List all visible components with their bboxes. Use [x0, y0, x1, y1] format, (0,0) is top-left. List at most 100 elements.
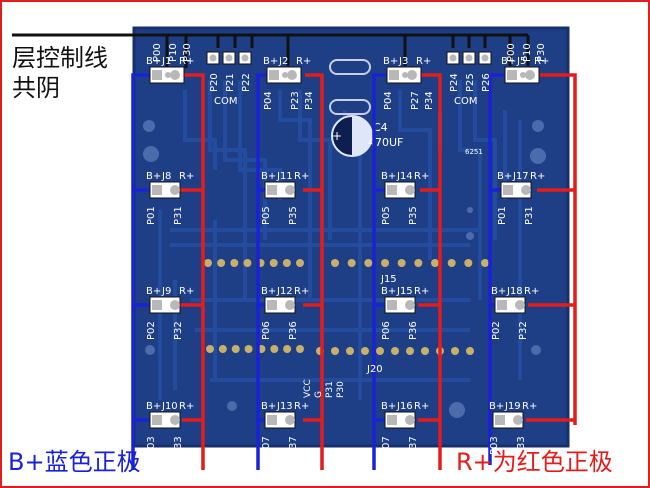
board-code: 6251 [465, 148, 483, 156]
dip-pad [406, 347, 414, 355]
silk-pin-right: P23 [290, 91, 301, 110]
annotation-blue-positive: B+蓝色正极 [8, 448, 141, 476]
pad-round [285, 415, 295, 425]
dip-pad [431, 259, 439, 267]
silk-pin-left: P07 [261, 436, 272, 455]
silk-connector-ref: J12 [276, 286, 293, 297]
silk-b-plus: B+ [489, 401, 504, 412]
silk-pin-extra: P34 [424, 91, 435, 110]
pad-round [405, 415, 415, 425]
dip-row-upper-right [331, 259, 489, 267]
dip-pad [451, 347, 459, 355]
dip-pad [230, 259, 239, 267]
silk-r-plus: R+ [294, 171, 309, 182]
silk-connector-ref: J2 [278, 56, 288, 67]
pad-round [287, 70, 297, 80]
silk-pin-right: P35 [288, 206, 299, 225]
pad-square [152, 300, 162, 310]
silk-r-plus: R+ [524, 286, 539, 297]
pad-round [521, 185, 531, 195]
dip-pad [296, 259, 304, 267]
pad-square [387, 300, 397, 310]
silk-connector-ref: J15 [396, 286, 413, 297]
pad-round [407, 70, 417, 80]
silk-pin-right: P33 [516, 436, 527, 455]
header-pad [465, 54, 473, 62]
pad-square [269, 70, 279, 80]
blue-wires [131, 73, 510, 470]
silk-b-plus: B+ [497, 171, 512, 182]
pad-square [267, 415, 277, 425]
dip-pad [269, 259, 278, 267]
pad-round [525, 70, 535, 80]
silk-r-plus: R+ [294, 286, 309, 297]
com-right-pads [446, 51, 492, 65]
silk-vcc-pin: P30 [336, 381, 346, 398]
black-control-lines [12, 33, 530, 68]
silk-r-plus: R+ [416, 56, 431, 67]
silk-vcc-pin: G [314, 391, 324, 398]
silk-header-pin: P21 [225, 73, 236, 92]
oval-pads [329, 59, 371, 115]
dip-pad [464, 259, 473, 267]
dip-row-lower-left [206, 345, 304, 353]
silk-header-pin: P30 [182, 43, 193, 62]
silk-pin-extra: P34 [304, 91, 315, 110]
silk-pin-left: P05 [261, 206, 272, 225]
dip-pad [282, 259, 291, 267]
silk-com-left: COM [214, 96, 237, 107]
silk-connector-ref: J3 [398, 56, 408, 67]
dip-pad [376, 347, 384, 355]
dip-pad [270, 345, 279, 353]
silk-b-plus: B+ [146, 56, 161, 67]
header-pad [225, 54, 233, 62]
silk-pin-left: P07 [381, 436, 392, 455]
dip-pad [397, 259, 406, 267]
silk-header-pin: P30 [536, 43, 547, 62]
header-pad [209, 54, 217, 62]
silk-connector-ref: J14 [396, 171, 413, 182]
silk-pin-right: P27 [410, 91, 421, 110]
silk-b-plus: B+ [381, 286, 396, 297]
dip-pad [244, 345, 253, 353]
silk-r-plus: R+ [530, 171, 545, 182]
pad-square [503, 185, 513, 195]
dip-pad [347, 259, 356, 267]
silk-pin-left: P05 [381, 206, 392, 225]
pad-square [152, 415, 162, 425]
capacitor-value: 470UF [368, 136, 403, 149]
silk-b-plus: B+ [381, 171, 396, 182]
silk-connector-ref: J13 [276, 401, 293, 412]
silk-header-pin: P00 [506, 43, 517, 62]
dip-pad [218, 345, 227, 353]
silk-pin-left: P02 [491, 321, 502, 340]
mounting-holes [143, 120, 546, 418]
silk-connector-ref: J17 [512, 171, 529, 182]
silk-r-plus: R+ [414, 171, 429, 182]
dip-pad [243, 259, 252, 267]
pad-round [405, 300, 415, 310]
dip-pad [331, 259, 339, 267]
silk-pin-left: P01 [497, 206, 508, 225]
pad-round [170, 415, 180, 425]
silk-r-plus: R+ [294, 401, 309, 412]
silk-r-plus: R+ [296, 56, 311, 67]
pad-round [513, 415, 523, 425]
silk-pin-right: P33 [173, 436, 184, 455]
silk-connector-ref: J18 [506, 286, 523, 297]
silk-b-plus: B+ [491, 286, 506, 297]
com-left-pads [206, 51, 252, 65]
silk-b-plus: B+ [146, 401, 161, 412]
silk-header-pin: P20 [209, 73, 220, 92]
dip-pad [331, 347, 339, 355]
silk-pin-right: P32 [173, 321, 184, 340]
silk-pin-right: P35 [408, 206, 419, 225]
